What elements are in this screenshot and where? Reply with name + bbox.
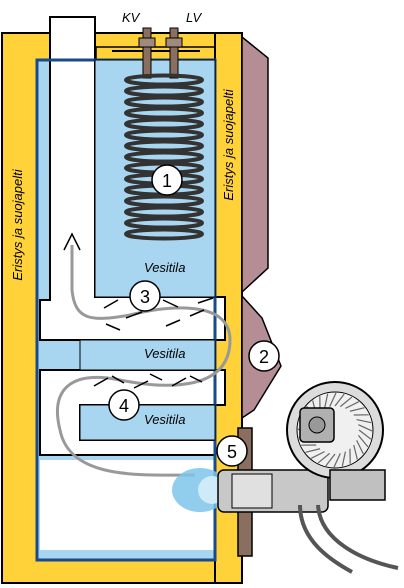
fan-vane bbox=[310, 451, 325, 459]
flow-arrow-head bbox=[63, 232, 81, 251]
water-label-lower: Vesitila bbox=[144, 412, 185, 427]
insulation-label-right: Eristys ja suojapelti bbox=[221, 88, 236, 200]
fan-vane bbox=[358, 424, 373, 432]
marker-2 bbox=[248, 340, 280, 372]
water-label-upper: Vesitila bbox=[144, 260, 185, 275]
insulation-label-left: Eristys ja suojapelti bbox=[10, 168, 25, 280]
marker-3 bbox=[129, 280, 161, 312]
fan-vane bbox=[334, 393, 345, 407]
cold-water-label: KV bbox=[122, 10, 141, 25]
turbulators-lower bbox=[93, 373, 203, 389]
flue-gas-flow-path bbox=[56, 245, 232, 477]
fan-vane bbox=[353, 444, 358, 460]
oil-burner bbox=[217, 381, 399, 574]
water-label-middle: Vesitila bbox=[144, 346, 185, 361]
cold-pipe-fitting bbox=[138, 37, 156, 48]
marker-1 bbox=[151, 164, 183, 196]
marker-1-label: 1 bbox=[162, 171, 172, 191]
fan-vane bbox=[358, 429, 372, 440]
fan-vane bbox=[305, 448, 321, 453]
fan-vane bbox=[323, 393, 329, 409]
marker-5-label: 5 bbox=[227, 442, 237, 462]
hot-pipe-fitting bbox=[165, 37, 183, 48]
fan-vane bbox=[317, 452, 331, 464]
upper-hatch bbox=[241, 35, 269, 294]
marker-2-label: 2 bbox=[259, 347, 269, 367]
coil-loop bbox=[124, 227, 204, 241]
fan-vane bbox=[325, 453, 336, 467]
turbulators-upper bbox=[103, 297, 214, 331]
marker-4-label: 4 bbox=[119, 396, 129, 416]
hot-water-pipe bbox=[169, 27, 179, 79]
water-space-middle bbox=[79, 339, 216, 371]
marker-5 bbox=[216, 435, 248, 467]
fan-vane bbox=[356, 440, 364, 455]
fan-vane bbox=[345, 401, 360, 409]
fan-vane bbox=[341, 451, 347, 467]
marker-3-label: 3 bbox=[140, 287, 150, 307]
fan-vane bbox=[333, 453, 341, 468]
hot-water-label: LV bbox=[186, 10, 203, 25]
fan-vane bbox=[339, 396, 353, 408]
marker-4 bbox=[108, 389, 140, 421]
water-space-lower bbox=[79, 404, 216, 441]
fan-vane bbox=[356, 418, 372, 424]
fan-vane bbox=[329, 392, 337, 407]
fan-vane bbox=[357, 434, 369, 448]
cold-water-pipe bbox=[142, 27, 152, 79]
fan-vane bbox=[349, 407, 365, 412]
